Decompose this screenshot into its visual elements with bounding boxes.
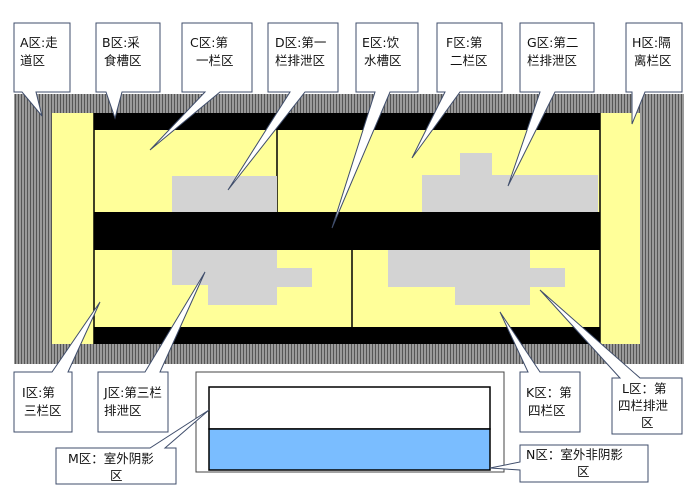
callout-L: L区：第四栏排泄区	[539, 289, 683, 435]
drain-area-4	[388, 250, 565, 305]
callout-D: D区:第一栏排泄区	[227, 22, 339, 191]
drain-area-3	[172, 250, 312, 305]
callout-I: I区:第三栏区	[13, 301, 101, 433]
svg-text:D区:第一栏排泄区: D区:第一栏排泄区	[275, 35, 326, 68]
callout-G: G区:第二栏排泄区	[507, 22, 595, 187]
outdoor-shaded-zone	[208, 386, 491, 430]
outdoor-unshaded-zone	[208, 428, 491, 471]
feeding-trough-top	[94, 113, 600, 130]
svg-text:G区:第二栏排泄区: G区:第二栏排泄区	[527, 35, 578, 68]
svg-text:M区：室外阴影区: M区：室外阴影区	[68, 451, 154, 483]
callout-K: K区：第四栏区	[499, 311, 581, 433]
feeding-trough-bottom	[94, 327, 600, 344]
callout-N: N区：室外非阴影区	[489, 444, 649, 483]
svg-text:H区:隔离栏区: H区:隔离栏区	[632, 35, 672, 68]
svg-text:B区:采食槽区: B区:采食槽区	[102, 35, 142, 68]
callout-B: B区:采食槽区	[95, 22, 161, 120]
callout-F: F区:第二栏区	[411, 22, 503, 159]
water-trough	[94, 212, 600, 250]
aisle-left	[52, 113, 94, 344]
isolation-pen	[600, 113, 640, 344]
callout-J: J区:第三栏排泄区	[97, 271, 206, 433]
svg-text:I区:第三栏区: I区:第三栏区	[22, 385, 62, 418]
callout-C: C区:第一栏区	[149, 22, 253, 151]
svg-text:F区:第二栏区: F区:第二栏区	[446, 35, 488, 68]
svg-text:K区：第四栏区: K区：第四栏区	[526, 385, 572, 418]
callout-A: A区:走道区	[13, 22, 71, 117]
callout-E: E区:饮水槽区	[331, 22, 419, 229]
svg-text:C区:第一栏区: C区:第一栏区	[190, 35, 234, 68]
svg-text:L区：第四栏排泄区: L区：第四栏排泄区	[618, 381, 669, 430]
svg-text:E区:饮水槽区: E区:饮水槽区	[362, 35, 402, 68]
callout-M: M区：室外阴影区	[55, 409, 210, 485]
drain-area-1	[172, 176, 277, 212]
svg-text:A区:走道区: A区:走道区	[20, 35, 58, 68]
svg-text:J区:第三栏排泄区: J区:第三栏排泄区	[103, 385, 162, 418]
callout-H: H区:隔离栏区	[625, 22, 683, 125]
svg-text:N区：室外非阴影区: N区：室外非阴影区	[526, 447, 623, 479]
